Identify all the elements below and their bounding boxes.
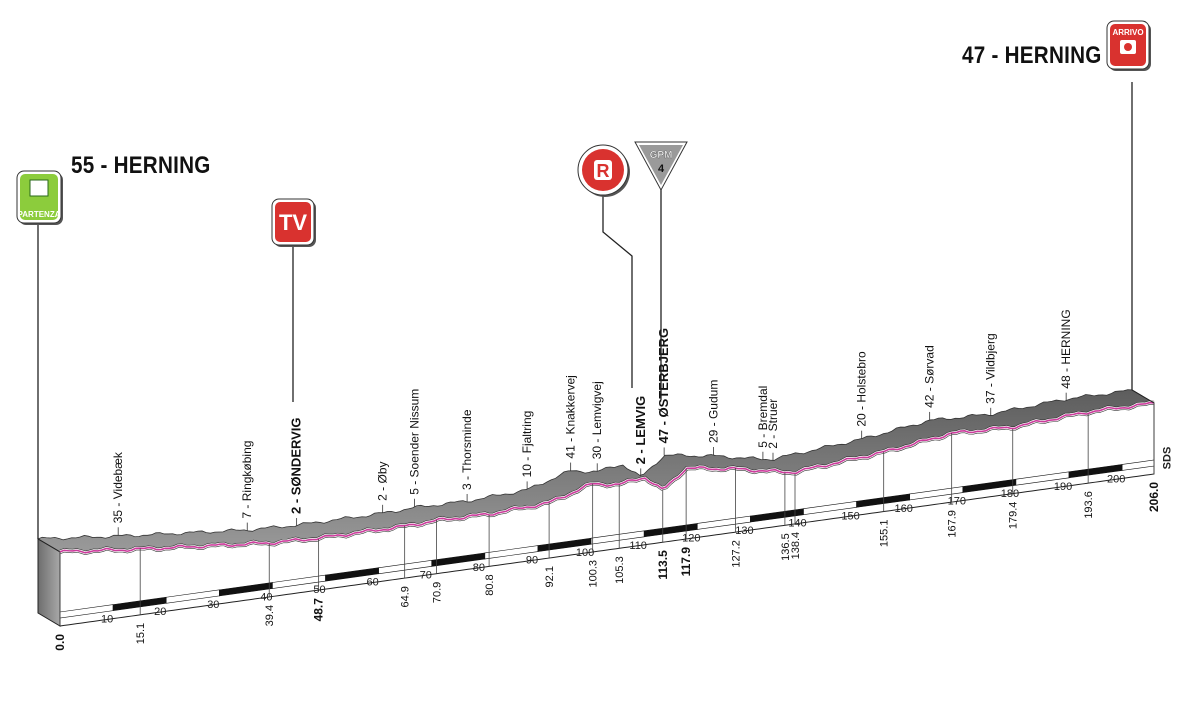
badge-fill (275, 202, 311, 242)
km-tick-label: 150 (841, 510, 859, 522)
place-km-label: 64.9 (400, 586, 412, 607)
place-name-label: 30 - Lemvigvej (590, 381, 604, 459)
place-km-label: 167.9 (947, 510, 959, 538)
place-name-label: 2 - SØNDERVIG (289, 417, 304, 514)
place-km-label: 70.9 (432, 582, 444, 603)
sprint-badge-inner (594, 160, 612, 180)
km-tick-label: 10 (101, 614, 113, 626)
place-name-label: 2 - Øby (376, 461, 390, 500)
place-name-label: 2 - Struer (766, 399, 780, 449)
gpm-category-label: 4 (658, 163, 665, 175)
profile-base-layer (37, 389, 1155, 627)
profile-ticks-layer: 10 20 30 40 50 60 70 80 90 100 110 120 130 140 150 160 1… (53, 309, 1161, 650)
place-km-label: 100.3 (588, 560, 600, 588)
gpm-badge-fill (639, 145, 683, 185)
place-name-label: 41 - Knakkervej (564, 375, 578, 458)
km-tick-label: 30 (207, 599, 219, 611)
km-tick-label: 170 (948, 496, 966, 508)
place-name-label: 42 - Sørvad (923, 345, 937, 408)
gpm-badge-label: GPM (650, 150, 673, 161)
sds-label: SDS (1161, 446, 1174, 470)
finish-badge: ARRIVO (1106, 20, 1151, 71)
km-tick-label: 110 (629, 540, 647, 552)
km-tick-label: 20 (154, 606, 166, 618)
place-km-label: 48.7 (312, 598, 326, 622)
place-name-label: 47 - ØSTERBJERG (656, 328, 671, 444)
place-name-label: 20 - Holstebro (855, 351, 869, 427)
sprint-pole (602, 196, 633, 388)
place-name-label: 5 - Soender Nissum (408, 389, 422, 495)
sprint-badge-label: R (597, 161, 610, 181)
place-name-label: 2 - LEMVIG (633, 396, 648, 465)
place-km-label: 105.3 (614, 556, 626, 584)
km-tick-label: 50 (313, 584, 325, 596)
km-tick-label: 200 (1107, 473, 1125, 485)
finish-icon-dot (1124, 43, 1132, 51)
km-tick-label: 180 (1001, 488, 1019, 500)
tv-badge: TV (271, 198, 316, 247)
km-tick-label: 90 (526, 555, 538, 567)
place-km-label: 39.4 (264, 605, 276, 626)
place-km-label: 138.4 (790, 532, 802, 560)
place-name-label: 10 - Fjaltring (520, 411, 534, 478)
km-tick-label: 140 (788, 518, 806, 530)
finish-town-label: 47 - HERNING (962, 42, 1102, 69)
km-tick-label: 120 (682, 532, 700, 544)
km-tick-label: 100 (576, 547, 594, 559)
place-km-label: 127.2 (731, 540, 743, 568)
start-town-label: 55 - HERNING (71, 152, 211, 179)
place-name-label: 37 - Vildbjerg (984, 333, 998, 404)
profile-markers-layer: PARTENZA ARRIVO TV R GPM 4 (16, 20, 1151, 539)
km-tick-label: 60 (367, 577, 379, 589)
km-tick-label: 40 (260, 591, 272, 603)
place-km-label: 117.9 (679, 547, 693, 577)
km-tick-label: 70 (420, 569, 432, 581)
flag-icon (29, 179, 49, 197)
tv-badge-label: TV (279, 210, 307, 235)
place-km-label: 15.1 (135, 623, 147, 644)
place-km-label: 155.1 (879, 520, 891, 548)
profile-left-face (37, 538, 61, 627)
place-km-label: 80.8 (484, 574, 496, 595)
place-km-label: 136.5 (780, 533, 792, 561)
profile-right-edge (1131, 389, 1155, 404)
place-km-label: 206.0 (1147, 482, 1161, 512)
start-badge-label: PARTENZA (18, 210, 61, 219)
place-km-label: 113.5 (656, 550, 670, 580)
place-km-label: 0.0 (53, 634, 67, 651)
place-name-label: 29 - Gudum (707, 380, 721, 443)
km-tick-label: 130 (735, 525, 753, 537)
km-tick-label: 160 (895, 503, 913, 515)
km-tick-label: 190 (1054, 481, 1072, 493)
start-badge: PARTENZA (16, 170, 63, 225)
road-line (59, 401, 1155, 554)
place-name-label: 3 - Thorsminde (460, 409, 474, 490)
place-name-label: 48 - HERNING (1059, 309, 1073, 388)
place-km-label: 193.6 (1083, 491, 1095, 519)
place-name-label: 35 - Videbæk (111, 451, 125, 523)
place-km-label: 179.4 (1008, 502, 1020, 530)
place-name-label: 5 - Bremdal (756, 386, 770, 448)
place-name-label: 7 - Ringkøbing (240, 441, 254, 519)
km-tick-label: 80 (473, 562, 485, 574)
finish-badge-label: ARRIVO (1112, 28, 1143, 37)
place-km-label: 92.1 (544, 566, 556, 587)
